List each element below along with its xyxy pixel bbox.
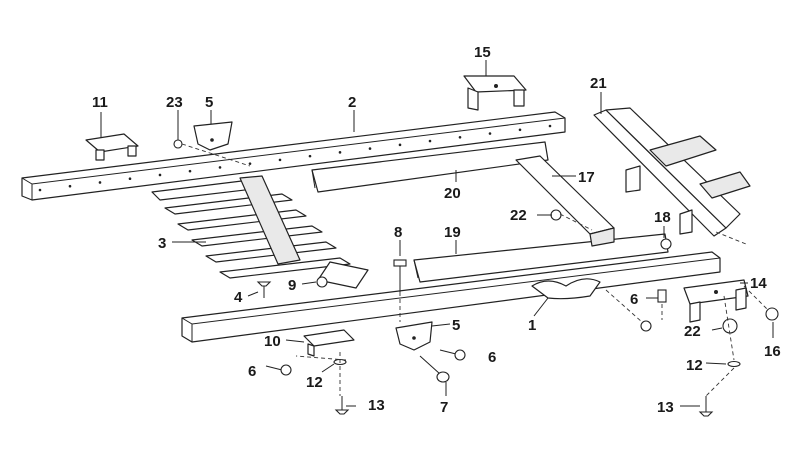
callout-label: 19 [444,224,461,241]
callout-label: 2 [348,94,356,111]
bolt-lower-right [605,289,652,332]
rail-hole [218,166,222,169]
rail-hole [428,139,432,143]
callout-label: 11 [92,94,108,111]
callout-label: 5 [205,94,213,111]
callout-labels: 1 2 3 4 5 5 6 6 6 7 8 9 10 11 12 12 13 1… [92,44,781,416]
rail-hole [248,162,252,165]
callout-label: 22 [684,323,701,340]
leader-lines [100,60,774,407]
bolt-8 [393,259,407,292]
inner-channel [311,141,549,193]
right-frame-assembly [593,107,751,245]
bracket-5-lower [395,321,433,351]
callout-label: 14 [750,275,767,292]
rail-hole [158,173,162,177]
rail-hole [488,132,492,135]
callout-label: 1 [528,317,536,334]
screw-4 [256,281,272,298]
rail-hole [548,124,552,128]
callout-label: 3 [158,235,166,252]
screw-13-right [698,396,714,417]
slat-assembly [151,175,369,289]
cross-member-17 [515,155,615,247]
rail-hole [98,181,102,184]
rail-hole [518,128,522,132]
callout-label: 9 [288,277,296,294]
nut-23 [173,139,183,149]
bracket-5-upper [193,121,233,151]
callout-label: 22 [510,207,527,224]
bracket-15 [463,75,527,111]
callout-label: 6 [488,349,496,366]
assembly-lines [181,143,769,397]
bracket-14 [683,279,749,323]
lower-channel [413,233,669,283]
rail-hole [398,143,402,147]
callout-label: 6 [248,363,256,380]
callout-label: 5 [452,317,460,334]
callout-label: 21 [590,75,607,92]
callout-label: 23 [166,94,183,111]
callout-label: 20 [444,185,461,202]
nut-22-left [550,209,562,221]
rail-hole [308,154,312,158]
nut-22-right [722,318,738,334]
callout-label: 15 [474,44,491,61]
bolt-6-middle [439,349,466,361]
callout-label: 4 [234,289,243,306]
callout-label: 10 [264,333,281,350]
rail-hole [38,188,42,192]
callout-label: 7 [440,399,448,416]
bolt-6-right [657,289,667,320]
rail-hole [338,151,342,154]
callout-label: 13 [657,399,674,416]
callout-label: 18 [654,209,671,226]
bolt-7 [419,355,450,383]
callout-label: 8 [394,224,402,241]
callout-label: 6 [630,291,638,308]
nut-9 [316,276,328,288]
rail-hole [188,169,192,173]
callout-label: 13 [368,397,385,414]
callout-label: 12 [306,374,323,391]
rail-hole [368,147,372,150]
upper-side-rail [21,111,566,201]
bolt-16 [765,307,779,321]
callout-label: 12 [686,357,703,374]
screw-13-left [334,396,350,415]
rail-hole [278,158,282,162]
rail-hole [68,184,72,188]
rail-hole [128,177,132,181]
bolt-6-left [265,364,292,376]
lower-side-rail [181,251,721,343]
rail-hole [458,135,462,139]
bracket-11 [85,133,139,161]
callout-label: 16 [764,343,781,360]
washer-12-right [727,360,741,368]
nut-18 [660,238,672,250]
callout-label: 17 [578,169,595,186]
bracket-10 [303,329,355,357]
